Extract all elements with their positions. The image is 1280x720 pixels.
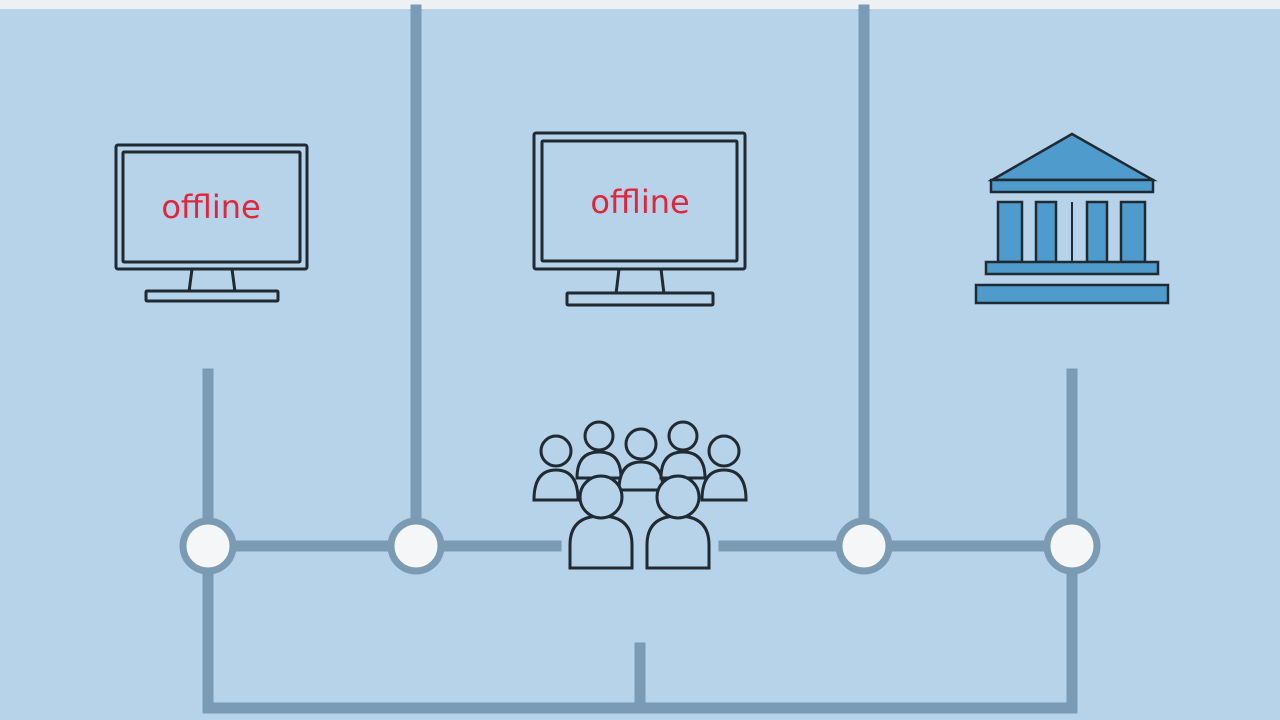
top-strip	[0, 0, 1280, 9]
connection-lines	[202, 4, 1078, 714]
person-back-1	[532, 434, 580, 502]
monitor-icon	[532, 131, 747, 307]
person-back-2	[575, 420, 623, 480]
people-group-icon	[532, 420, 748, 570]
bank-icon	[974, 132, 1170, 305]
person-back-5	[700, 434, 748, 502]
monitor-center-status: offline	[590, 183, 689, 221]
monitor-center: offline	[532, 131, 747, 307]
node-1	[179, 517, 237, 575]
monitor-left-status: offline	[161, 188, 260, 226]
person-back-3	[617, 427, 665, 492]
node-3	[835, 517, 893, 575]
node-2	[387, 517, 445, 575]
person-front-right	[645, 474, 711, 570]
node-4	[1043, 517, 1101, 575]
person-front-left	[568, 474, 634, 570]
network-nodes	[179, 517, 1101, 575]
monitor-icon	[114, 143, 309, 303]
person-back-4	[659, 420, 707, 480]
monitor-left: offline	[114, 143, 309, 303]
